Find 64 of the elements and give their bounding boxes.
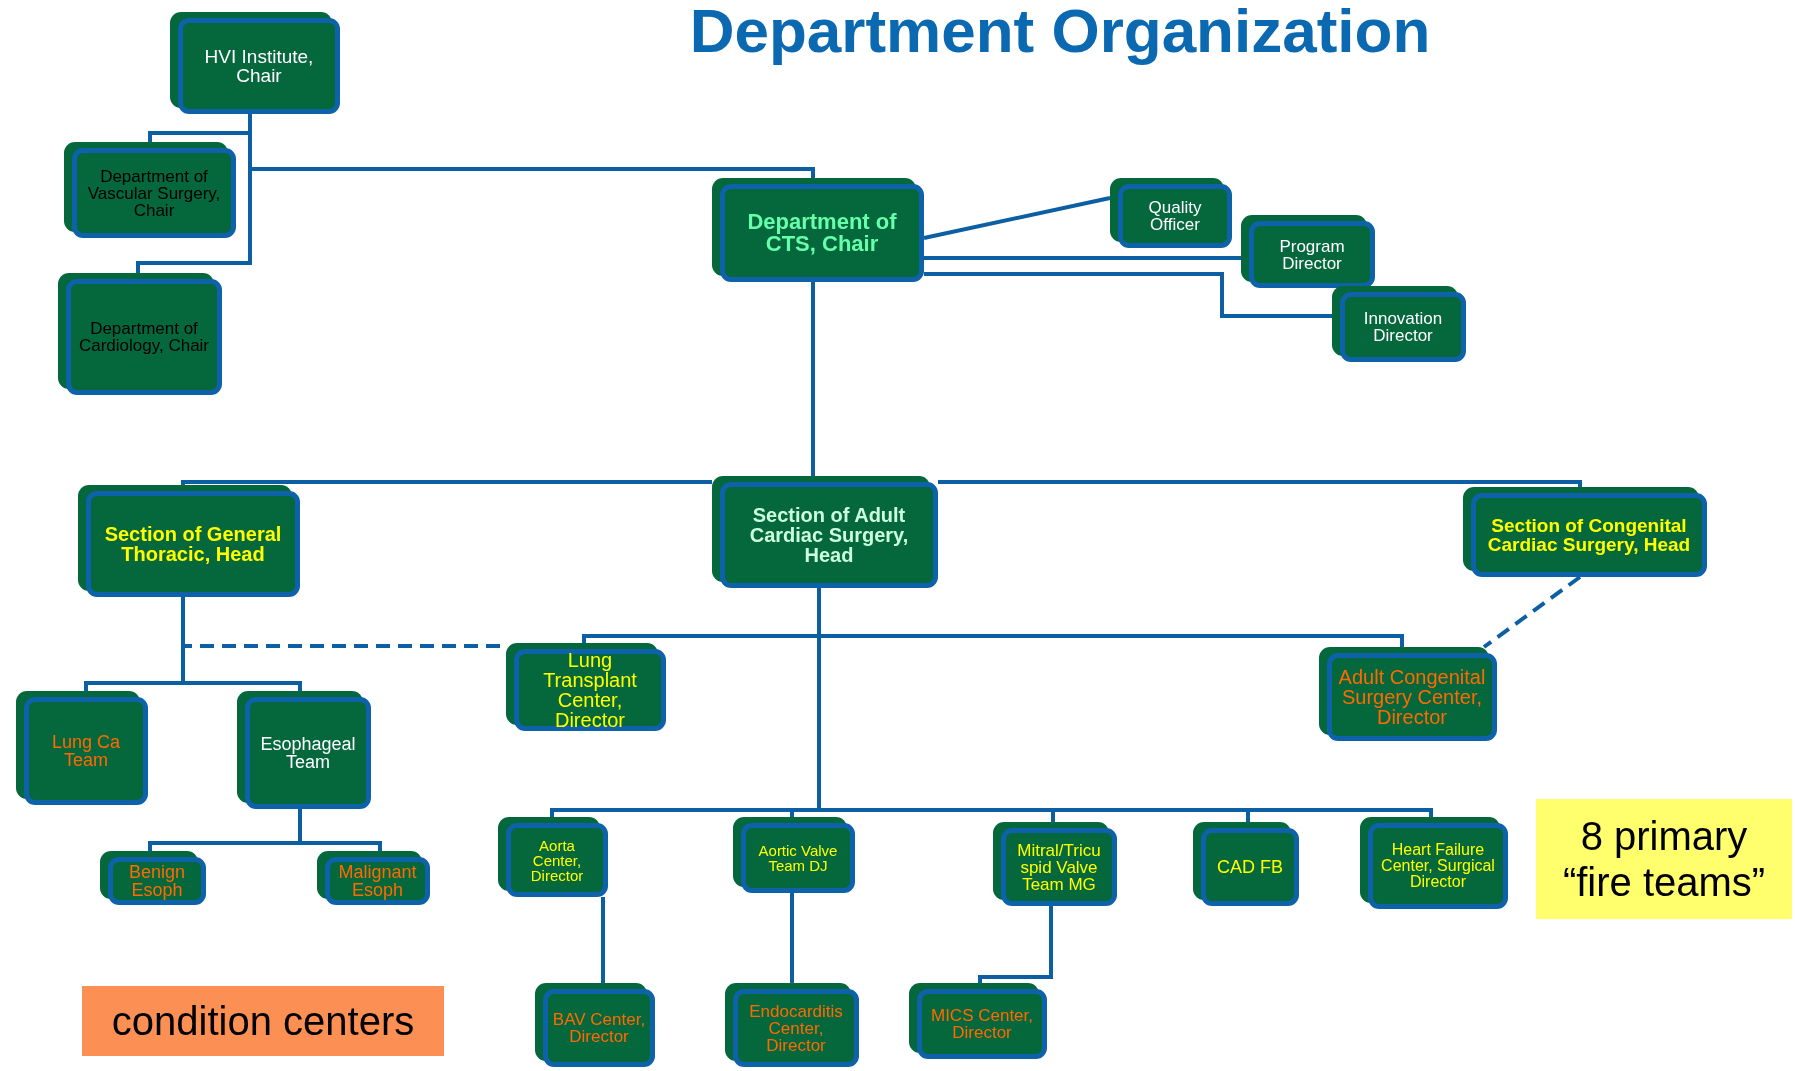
role-label: Quality Officer xyxy=(1147,199,1203,233)
org-box xyxy=(237,691,371,809)
org-box xyxy=(1332,286,1466,362)
org-box xyxy=(100,851,206,905)
org-box xyxy=(712,178,924,282)
org-box xyxy=(1110,178,1232,248)
role-label: Heart Failure Center, Surgical Director xyxy=(1380,842,1496,890)
connector-line xyxy=(1482,575,1582,649)
role-label: Malignant Esoph xyxy=(337,863,418,899)
highlight-box xyxy=(1536,799,1792,919)
role-label: BAV Center, Director xyxy=(552,1011,646,1045)
role-label: Endocarditis Center, Director xyxy=(748,1002,844,1054)
org-box xyxy=(909,983,1047,1059)
role-label: Department of Vascular Surgery, Chair xyxy=(86,167,222,219)
org-box xyxy=(1463,487,1707,577)
connector-line xyxy=(298,809,382,851)
org-box xyxy=(506,643,666,731)
connector-line xyxy=(601,897,605,983)
org-box xyxy=(712,476,938,588)
connector-line xyxy=(924,256,1241,260)
role-label: Program Director xyxy=(1278,237,1346,272)
role-label: CAD FB xyxy=(1217,858,1283,876)
role-label: HVI Institute, Chair xyxy=(203,47,315,85)
connector-line xyxy=(790,893,794,983)
role-label: Section of Congenital Cardiac Surgery, Head xyxy=(1486,516,1692,554)
page-title: Department Organization xyxy=(688,0,1432,67)
org-box xyxy=(1193,822,1299,906)
connector-line xyxy=(181,480,712,487)
role-label: MICS Center, Director xyxy=(929,1007,1034,1041)
role-label: Mitral/Tricu spid Valve Team MG xyxy=(1016,841,1102,893)
org-box xyxy=(170,12,340,114)
org-box xyxy=(725,983,859,1067)
connector-line xyxy=(978,906,1053,983)
org-box xyxy=(1360,817,1508,909)
role-label: Benign Esoph xyxy=(127,863,187,899)
org-box xyxy=(733,817,855,893)
org-box xyxy=(993,822,1117,906)
org-box xyxy=(498,817,608,897)
role-label: Lung Transplant Center, Director xyxy=(542,650,638,730)
note-text: condition centers xyxy=(111,998,415,1044)
org-box xyxy=(64,142,236,238)
role-label: Section of Adult Cardiac Surgery, Head xyxy=(748,505,910,565)
org-box xyxy=(1319,647,1497,741)
org-box xyxy=(535,983,655,1067)
connector-line xyxy=(811,282,815,476)
note-text: 8 primary “fire teams” xyxy=(1561,813,1767,905)
role-label: Department of CTS, Chair xyxy=(746,211,898,255)
role-label: Aortic Valve Team DJ xyxy=(757,843,839,873)
org-box xyxy=(58,273,222,395)
role-label: Section of General Thoracic, Head xyxy=(103,524,283,564)
connector-line xyxy=(923,196,1111,240)
org-box xyxy=(16,691,148,805)
role-label: Lung Ca Team xyxy=(50,733,122,769)
highlight-box xyxy=(82,986,444,1056)
org-box xyxy=(78,485,300,597)
role-label: Innovation Director xyxy=(1362,310,1444,344)
org-box xyxy=(1241,215,1375,288)
role-label: Adult Congenital Surgery Center, Director xyxy=(1337,667,1487,727)
connector-line xyxy=(924,272,1332,318)
role-label: Department of Cardiology, Chair xyxy=(77,320,211,354)
org-box xyxy=(317,851,430,905)
role-label: Aorta Center, Director xyxy=(529,837,585,883)
connector-line xyxy=(938,480,1582,488)
role-label: Esophageal Team xyxy=(259,735,357,771)
